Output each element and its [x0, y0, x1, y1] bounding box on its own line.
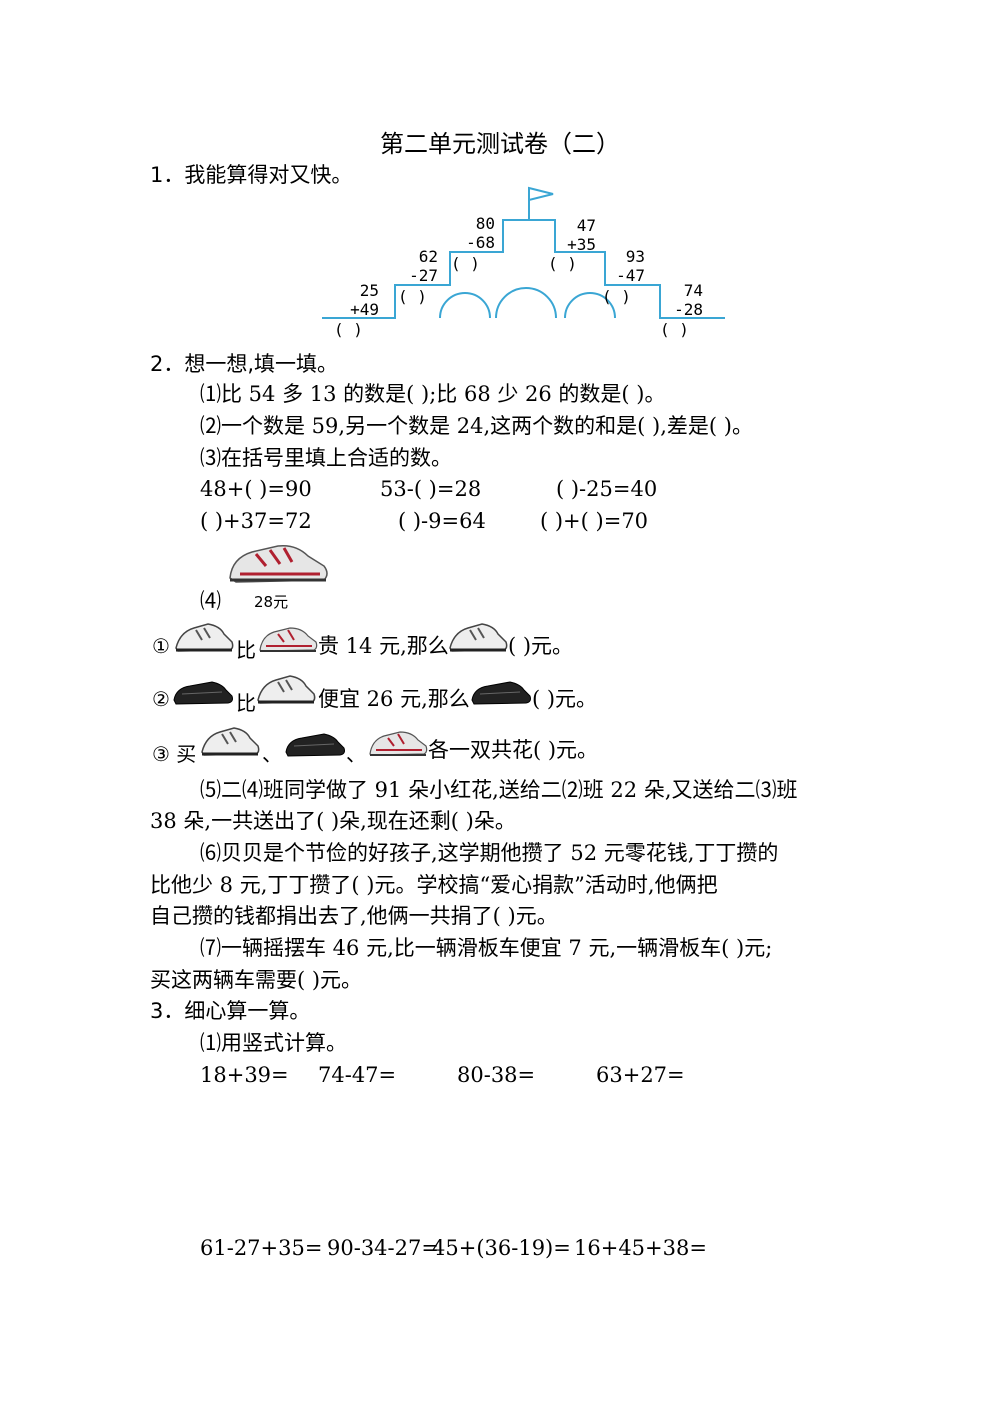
fill-expression: ( )+( )=70 — [540, 509, 649, 533]
problem-6: 74 -28 — [665, 281, 703, 319]
vertical-calc-expression: 63+27= — [596, 1063, 685, 1087]
sub-2-number: ② — [152, 687, 170, 711]
q2-item-4-label: ⑷ — [200, 589, 221, 613]
flag-icon — [528, 186, 554, 202]
problem-2-bottom: -27 — [409, 266, 438, 285]
vertical-calc-expression: 16+45+38= — [574, 1236, 707, 1260]
answer-blank-6[interactable]: ( ) — [660, 320, 689, 339]
question-3-heading: 3．细心算一算。 — [150, 999, 311, 1023]
sneaker-white-icon — [174, 620, 234, 654]
vertical-calc-expression: 61-27+35= — [200, 1236, 323, 1260]
fill-expression: ( )-9=64 — [398, 509, 486, 533]
problem-5-top: 93 — [625, 247, 645, 266]
problem-3: 80 -68 — [455, 214, 495, 252]
q2-item-5-line-1: ⑸二⑷班同学做了 91 朵小红花,送给二⑵班 22 朵,又送给二⑶班 — [200, 778, 798, 802]
sneaker-black-icon — [470, 676, 532, 706]
sneaker-white-icon — [200, 724, 260, 758]
q2-item-7-line-2: 买这两辆车需要( )元。 — [150, 968, 363, 992]
vertical-calc-expression: 74-47= — [318, 1063, 397, 1087]
sub-3-separator: 、 — [262, 742, 282, 766]
vertical-calc-expression: 45+(36-19)= — [432, 1236, 571, 1260]
q2-item-2: ⑵一个数是 59,另一个数是 24,这两个数的和是( ),差是( )。 — [200, 414, 753, 438]
problem-6-bottom: -28 — [674, 300, 703, 319]
problem-3-bottom: -68 — [466, 233, 495, 252]
sub-2-text-compare: 比 — [236, 691, 256, 715]
sub-2-blank: ( )元。 — [532, 687, 598, 711]
problem-2-top: 62 — [418, 247, 438, 266]
answer-blank-1[interactable]: ( ) — [334, 320, 363, 339]
problem-6-top: 74 — [683, 281, 703, 300]
sneaker-red-icon — [368, 728, 428, 758]
answer-blank-4[interactable]: ( ) — [548, 254, 577, 273]
problem-5: 93 -47 — [607, 247, 645, 285]
sneaker-white-icon — [256, 672, 316, 706]
sneaker-red-icon — [226, 538, 330, 586]
fill-expression: 53-( )=28 — [380, 477, 482, 501]
problem-4: 47 +35 — [560, 216, 596, 254]
problem-1-top: 25 — [359, 281, 379, 300]
problem-3-top: 80 — [475, 214, 495, 233]
castle-outline — [322, 186, 725, 319]
q2-item-7-line-1: ⑺一辆摇摆车 46 元,比一辆滑板车便宜 7 元,一辆滑板车( )元; — [200, 936, 773, 960]
fill-expression: ( )+37=72 — [200, 509, 312, 533]
sneaker-red-icon — [258, 624, 318, 654]
problem-4-top: 47 — [576, 216, 596, 235]
problem-1: 25 +49 — [343, 281, 379, 319]
castle-diagram: 25 +49 62 -27 80 -68 47 +35 93 -47 74 -2… — [0, 0, 1000, 360]
sub-3-number: ③ 买 — [152, 742, 197, 766]
sub-3-separator: 、 — [346, 742, 366, 766]
vertical-calc-expression: 80-38= — [457, 1063, 536, 1087]
q3-item-1: ⑴用竖式计算。 — [200, 1031, 347, 1055]
sub-1-blank: ( )元。 — [508, 634, 574, 658]
q2-item-6-line-2: 比他少 8 元,丁丁攒了( )元。学校搞“爱心捐款”活动时,他俩把 — [150, 873, 718, 897]
answer-blank-2[interactable]: ( ) — [398, 287, 427, 306]
sub-1-text: 贵 14 元,那么 — [318, 634, 449, 658]
vertical-calc-expression: 18+39= — [200, 1063, 289, 1087]
sub-1-number: ① — [152, 634, 170, 658]
problem-1-bottom: +49 — [350, 300, 379, 319]
sub-2-text: 便宜 26 元,那么 — [318, 687, 470, 711]
q2-item-6-line-1: ⑹贝贝是个节俭的好孩子,这学期他攒了 52 元零花钱,丁丁攒的 — [200, 841, 779, 865]
sub-3-text: 各一双共花( )元。 — [428, 738, 599, 762]
problem-4-bottom: +35 — [567, 235, 596, 254]
price-label: 28元 — [254, 593, 289, 611]
problem-5-bottom: -47 — [616, 266, 645, 285]
question-2-heading: 2．想一想,填一填。 — [150, 352, 339, 376]
sub-1-text-compare: 比 — [236, 638, 256, 662]
q2-item-1: ⑴比 54 多 13 的数是( );比 68 少 26 的数是( )。 — [200, 382, 666, 406]
sneaker-black-icon — [172, 676, 234, 706]
sneaker-black-icon — [284, 728, 346, 758]
q2-item-3: ⑶在括号里填上合适的数。 — [200, 446, 452, 470]
fill-expression: 48+( )=90 — [200, 477, 312, 501]
q2-item-6-line-3: 自己攒的钱都捐出去了,他俩一共捐了( )元。 — [150, 904, 558, 928]
question-1-heading: 1．我能算得对又快。 — [150, 163, 353, 187]
problem-2: 62 -27 — [398, 247, 438, 285]
fill-expression: ( )-25=40 — [556, 477, 658, 501]
vertical-calc-expression: 90-34-27= — [327, 1236, 439, 1260]
page-title: 第二单元测试卷（二） — [380, 130, 620, 158]
answer-blank-3[interactable]: ( ) — [451, 254, 480, 273]
answer-blank-5[interactable]: ( ) — [602, 287, 631, 306]
q2-item-5-line-2: 38 朵,一共送出了( )朵,现在还剩( )朵。 — [150, 809, 516, 833]
sneaker-white-icon — [448, 620, 508, 654]
